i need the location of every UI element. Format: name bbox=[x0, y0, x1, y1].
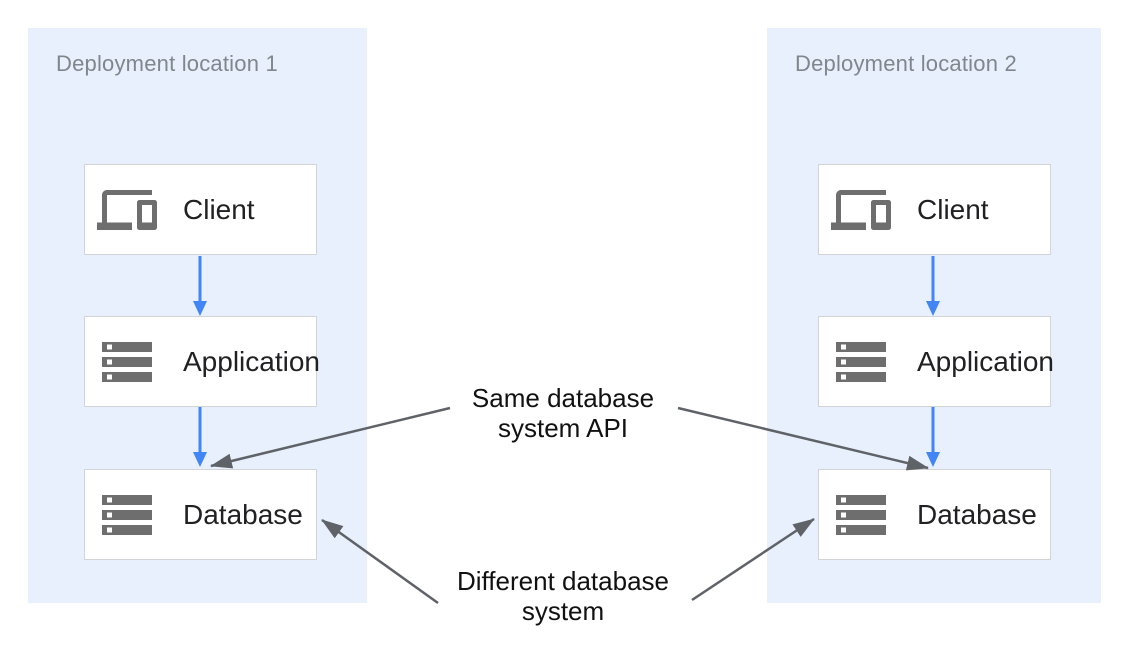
node-label: Database bbox=[183, 498, 303, 530]
storage-icon bbox=[831, 485, 891, 545]
node-application-1: Application bbox=[84, 316, 320, 407]
node-database-1: Database bbox=[84, 469, 317, 560]
node-database-2: Database bbox=[818, 469, 1051, 560]
deployment-panel-1: Deployment location 1 Client Application bbox=[28, 28, 367, 603]
panel-title: Deployment location 1 bbox=[56, 51, 278, 76]
node-label: Client bbox=[183, 193, 255, 225]
node-label: Application bbox=[183, 345, 320, 377]
storage-icon bbox=[97, 332, 157, 392]
node-label: Application bbox=[917, 345, 1054, 377]
panel-title: Deployment location 2 bbox=[795, 51, 1017, 76]
node-application-2: Application bbox=[818, 316, 1054, 407]
devices-icon bbox=[97, 180, 157, 240]
node-label: Database bbox=[917, 498, 1037, 530]
node-client-2: Client bbox=[818, 164, 1051, 255]
deployment-panel-2: Deployment location 2 Client Application bbox=[767, 28, 1101, 603]
storage-icon bbox=[97, 485, 157, 545]
annotation-same-database-system-api: Same database system API bbox=[471, 383, 655, 443]
annotation-different-database-system: Different database system bbox=[457, 566, 669, 626]
node-client-1: Client bbox=[84, 164, 317, 255]
storage-icon bbox=[831, 332, 891, 392]
devices-icon bbox=[831, 180, 891, 240]
node-label: Client bbox=[917, 193, 989, 225]
